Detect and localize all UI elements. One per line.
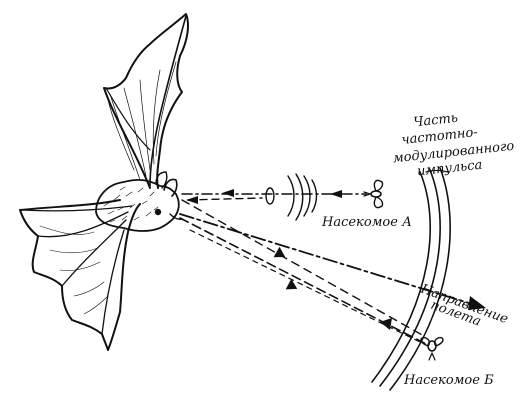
insect-a-label: Насекомое А (321, 215, 412, 230)
pulse-label-line-1: Часть (413, 111, 459, 131)
insect-a-icon (363, 179, 384, 209)
bat-lower-wing-shading (39, 225, 109, 315)
bat-upper-wing (103, 13, 189, 189)
emitted-sound-ring (265, 187, 275, 205)
echo-from-insect-a (187, 197, 263, 201)
pulse-label-pointer (425, 169, 449, 173)
reflected-waves-a (287, 173, 318, 221)
echo-arrowhead-a3 (330, 190, 342, 198)
insect-b-label: Насекомое Б (403, 373, 494, 388)
flight-direction-line (179, 213, 473, 305)
echo-arrowhead-b2 (285, 278, 298, 290)
bat-eye (154, 208, 162, 216)
echo-from-insect-b (181, 199, 425, 337)
flight-direction-label: Направление полета (418, 281, 511, 329)
pulse-label: Часть частотно- модулированного импульса (392, 111, 515, 180)
bat-fur (103, 186, 159, 223)
pulse-wavefronts (371, 167, 451, 391)
echo-arrowhead-a1 (186, 196, 198, 204)
echo-from-insect-b-2 (189, 229, 421, 343)
bat-body (95, 179, 180, 232)
echo-arrowhead-b3 (380, 318, 392, 330)
pulse-label-line-4: импульса (416, 158, 483, 180)
bat-illustration (19, 13, 189, 351)
bat-ear (163, 178, 178, 197)
bat-upper-wing-bone (149, 15, 187, 187)
bat-upper-wing-shading (107, 61, 177, 181)
echo-arrowhead-b1 (273, 246, 286, 258)
bat-lower-wing (19, 199, 141, 351)
echo-arrowhead-a2 (222, 189, 234, 197)
flight-direction-arrowhead (468, 296, 486, 310)
insect-b-icon (420, 336, 444, 361)
